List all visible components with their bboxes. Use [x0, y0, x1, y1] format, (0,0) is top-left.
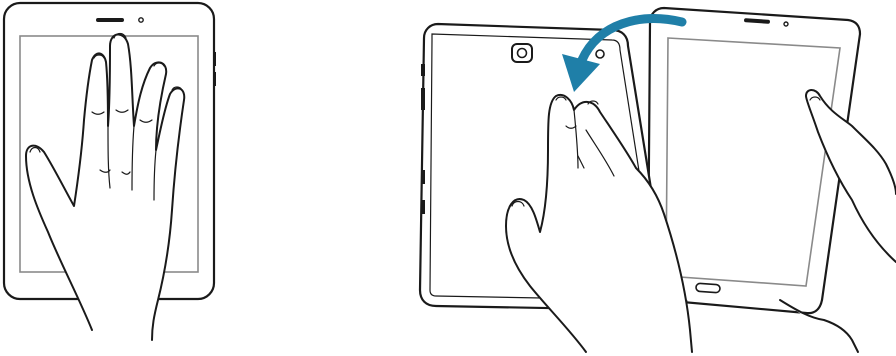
speaker-slot: [96, 18, 124, 22]
panel-palm-cover: [4, 3, 216, 340]
rear-camera: [512, 44, 532, 62]
panel-palm-swipe-flip: [420, 8, 896, 352]
